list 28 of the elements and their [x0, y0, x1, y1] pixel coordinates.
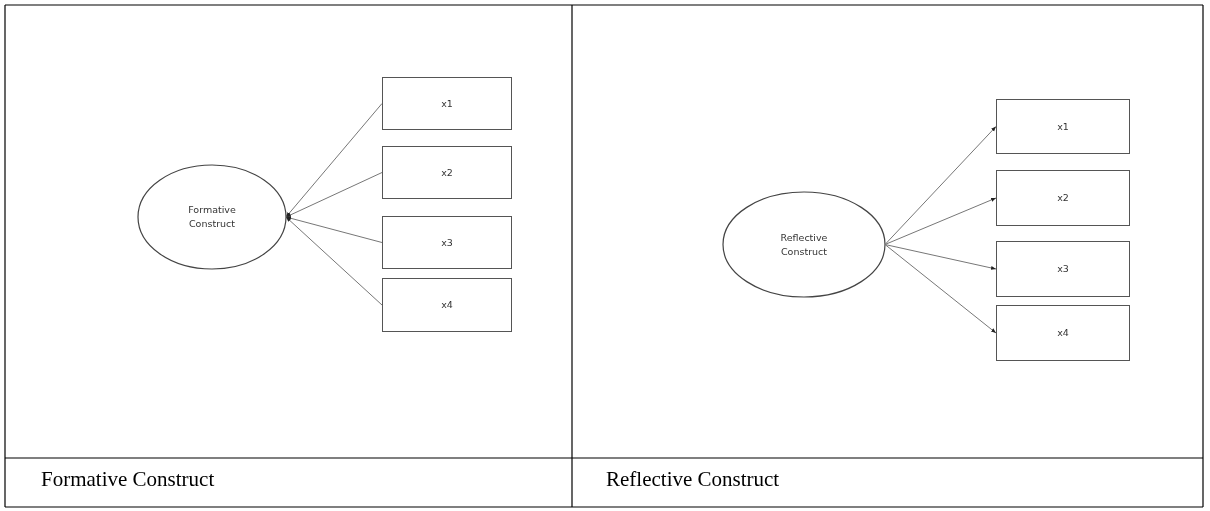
indicator-box	[996, 99, 1130, 154]
indicator-label: x2	[1057, 191, 1069, 205]
caption: Formative Construct	[41, 467, 215, 492]
arrow	[285, 216, 383, 243]
indicator-box	[382, 146, 512, 199]
indicator-label: x4	[1057, 326, 1069, 340]
indicator-box	[996, 305, 1130, 361]
indicator-label: x3	[441, 235, 453, 250]
indicator-label: x1	[441, 96, 453, 111]
arrow	[884, 126, 997, 245]
arrow	[285, 216, 383, 306]
construct-label: Formative Construct	[187, 203, 237, 231]
indicator-label: x4	[441, 298, 453, 312]
indicator-box	[382, 77, 512, 130]
caption: Reflective Construct	[606, 467, 780, 492]
indicator-label: x1	[1057, 119, 1069, 134]
indicator-box	[382, 278, 512, 332]
construct-label: Reflective Construct	[779, 230, 829, 259]
arrow	[884, 197, 997, 245]
indicator-box	[382, 216, 512, 269]
arrow	[285, 103, 383, 218]
indicator-box	[996, 170, 1130, 226]
indicator-label: x2	[441, 165, 453, 180]
arrow	[285, 172, 383, 218]
indicator-label: x3	[1057, 262, 1069, 276]
arrow	[884, 244, 997, 270]
indicator-box	[996, 241, 1130, 297]
arrow	[884, 244, 997, 334]
